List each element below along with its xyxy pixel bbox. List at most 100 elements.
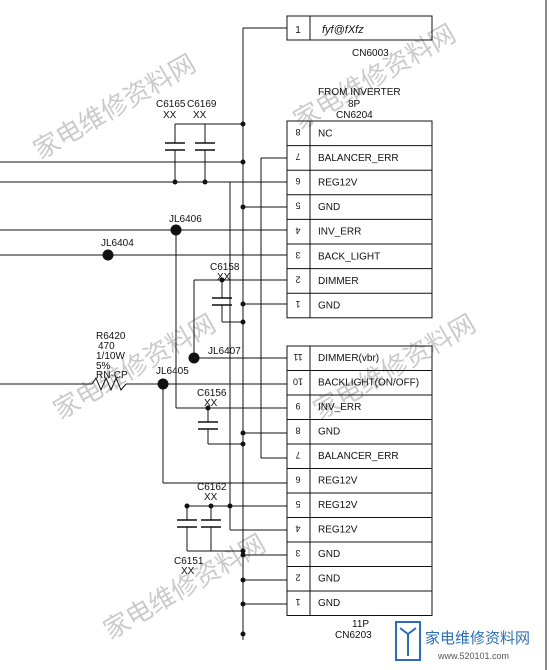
c6156-ref: C6156	[197, 388, 227, 399]
cn6204-pin-number: 8	[295, 127, 300, 137]
jl6406-label: JL6406	[169, 214, 202, 225]
watermark-logo-brand: 家电维修资料网	[425, 630, 530, 647]
c6158-value: XX	[217, 272, 231, 283]
cn6203-pin-label: DIMMER(vbr)	[318, 353, 379, 364]
cn6204-pin-number: 1	[295, 299, 300, 309]
cn6203-pin-label: REG12V	[318, 525, 358, 536]
junction-dot	[240, 319, 246, 325]
junction-dot	[240, 441, 246, 447]
cn6203-frame	[286, 345, 433, 616]
c6162-value: XX	[204, 492, 218, 503]
junction-dot	[172, 179, 178, 185]
watermark-logo: 家电维修资料网 www.520101.com	[395, 621, 530, 661]
junction-dot	[240, 159, 246, 165]
jl6407-label: JL6407	[208, 346, 241, 357]
top-connector-label: fyf@fXfz	[322, 24, 364, 36]
cn6204-pin-number: 7	[295, 151, 300, 161]
jl6404-label: JL6404	[101, 238, 134, 249]
junction-dot	[240, 301, 246, 307]
bus-wires	[0, 28, 287, 640]
resistor-r6420-symbol	[91, 376, 127, 392]
connector-cn6204: FROM INVERTER 8P CN6204 8 NC 7 BALANCER_ERR…	[286, 87, 433, 319]
r6420-power: 1/10W	[96, 351, 125, 362]
junction-dot	[219, 277, 225, 283]
cn6203-pin-label: INV_ERR	[318, 402, 361, 413]
cn6203-pin-label: GND	[318, 549, 340, 560]
cn6204-pin-label: NC	[318, 128, 332, 139]
cn6203-pin-number: 8	[295, 425, 300, 435]
c6169-value: XX	[193, 110, 207, 121]
cn6203-pins: 11P	[352, 619, 369, 630]
cn6204-pin-number: 3	[295, 250, 300, 260]
cn6204-header: FROM INVERTER	[318, 87, 401, 98]
c6151-ref: C6151	[174, 556, 204, 567]
jl6405-label: JL6405	[156, 366, 189, 377]
junction-dot	[240, 204, 246, 210]
cn6203-pin-label: BALANCER_ERR	[318, 451, 399, 462]
cn6203-pin-label: GND	[318, 598, 340, 609]
c6165-ref: C6165	[156, 99, 186, 110]
junction-dot	[240, 552, 246, 558]
junction-dot	[202, 179, 208, 185]
cn6204-pin-label: DIMMER	[318, 276, 359, 287]
cn6203-pin-label: GND	[318, 427, 340, 438]
cn6203-pin-number: 3	[295, 548, 300, 558]
cn6204-pins: 8P	[348, 99, 361, 110]
jumper-pads	[102, 224, 200, 390]
junction-dot	[205, 405, 211, 411]
cn6203-pin-number: 10	[293, 376, 303, 386]
cn6204-pin-label: BALANCER_ERR	[318, 153, 399, 164]
c6165-value: XX	[163, 110, 177, 121]
cn6203-pin-label: BACKLIGHT(ON/OFF)	[318, 378, 419, 389]
r6420-type: RN-CP	[96, 370, 128, 381]
top-connector-pin: 1	[295, 25, 301, 36]
cn6203-pin-label: GND	[318, 574, 340, 585]
component-labels: C6165 XX C6169 XX JL6406 JL6404 C6158 XX…	[96, 99, 241, 577]
top-connector-name: CN6003	[352, 48, 389, 59]
watermark-text: 家电维修资料网	[288, 18, 461, 135]
junction-dot	[240, 430, 246, 436]
cn6204-pin-label: BACK_LIGHT	[318, 251, 380, 262]
r6420-tolerance: 5%	[96, 361, 111, 372]
cn6204-pin-number: 4	[295, 225, 300, 235]
cn6203-pin-number: 5	[295, 499, 300, 509]
junction-dot	[184, 503, 190, 509]
junction-dot	[240, 577, 246, 583]
r6420-ref: R6420	[96, 331, 126, 342]
cn6204-name: CN6204	[336, 110, 373, 121]
c6162-ref: C6162	[197, 482, 227, 493]
junction-dot	[227, 503, 233, 509]
cn6203-pin-number: 7	[295, 450, 300, 460]
cn6203-pin-number: 2	[295, 572, 300, 582]
junction-dot	[240, 631, 246, 637]
cn6204-pin-number: 2	[295, 274, 300, 284]
connector-cn6203: 11P CN6203 11 DIMMER(vbr) 10 BACKLIGHT(ON/O…	[286, 345, 433, 641]
jumper-jl6404-pad	[102, 249, 114, 261]
cn6203-pin-number: 9	[295, 401, 300, 411]
book-spine-icon	[399, 627, 417, 656]
junction-dot	[240, 548, 246, 554]
cn6204-pin-number: 6	[295, 176, 300, 186]
junction-dot	[240, 601, 246, 607]
jumper-jl6406-pad	[170, 224, 182, 236]
cn6203-pin-number: 6	[295, 474, 300, 484]
cn6203-pin-number: 11	[293, 352, 302, 362]
cn6203-pin-number: 4	[295, 523, 300, 533]
book-icon	[395, 621, 421, 661]
jumper-jl6405-pad	[157, 378, 169, 390]
cn6204-pin-label: INV_ERR	[318, 227, 361, 238]
watermark-text: 家电维修资料网	[98, 528, 271, 645]
cn6204-pin-number: 5	[295, 201, 300, 211]
c6158-ref: C6158	[210, 262, 240, 273]
c6169-ref: C6169	[187, 99, 217, 110]
cn6204-pin-label: REG12V	[318, 177, 358, 188]
watermark-logo-url: www.520101.com	[437, 651, 509, 661]
cn6203-name: CN6203	[335, 630, 372, 641]
cn6203-pin-label: REG12V	[318, 476, 358, 487]
r6420-value: 470	[98, 341, 115, 352]
cn6203-pin-label: REG12V	[318, 500, 358, 511]
c6156-value: XX	[204, 398, 218, 409]
junction-dot	[208, 503, 214, 509]
top-connector: 1 fyf@fXfz CN6003	[243, 15, 433, 59]
